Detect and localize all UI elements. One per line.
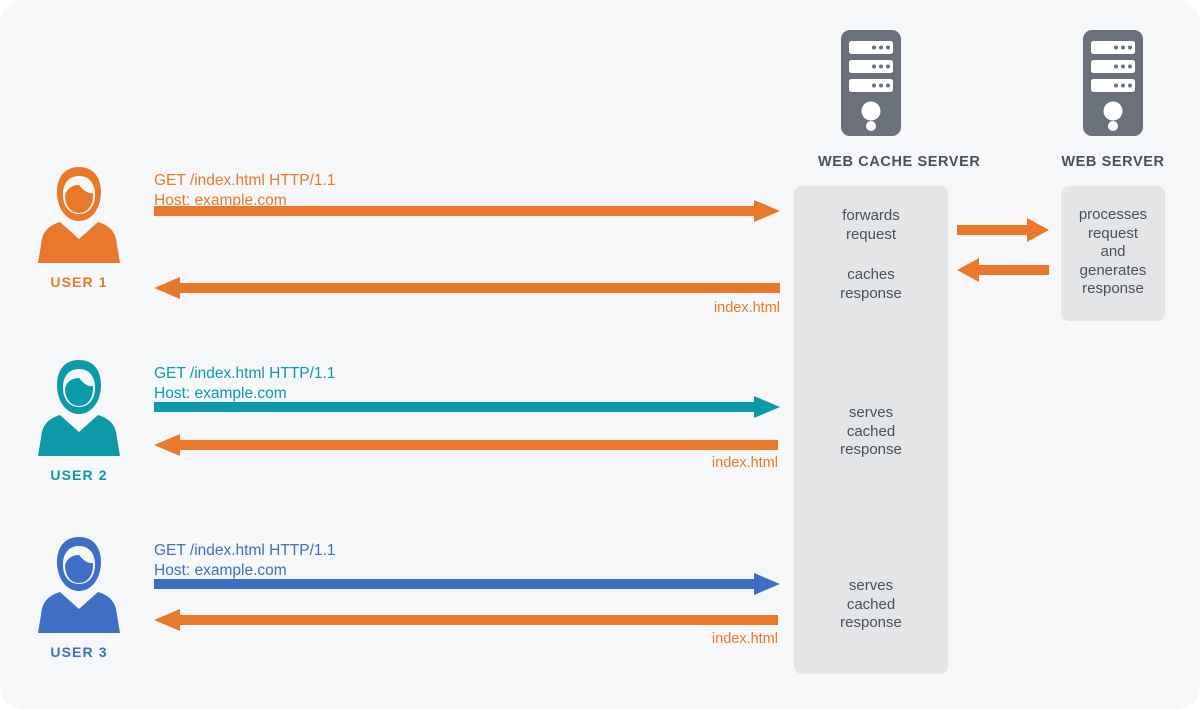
web-cache-server-node: WEB CACHE SERVER	[818, 28, 981, 170]
server-tower-icon	[838, 28, 904, 138]
cache-step-forwards-request: forwards request	[842, 207, 900, 243]
cache-step-serves-cached-1: serves cached response	[840, 404, 902, 458]
cache-step-serves-cached-2: serves cached response	[840, 577, 902, 631]
user-3-response-arrow	[154, 609, 778, 636]
web-cache-server-panel: forwards request caches response serves …	[794, 186, 948, 674]
request-to-origin-arrow	[957, 218, 1049, 247]
user-1-node: USER 1	[25, 165, 133, 290]
cache-step-caches-response: caches response	[840, 266, 902, 302]
user-3-request-arrow	[154, 573, 780, 600]
user-avatar-icon	[38, 535, 120, 633]
user-avatar-icon	[38, 358, 120, 456]
web-cache-server-caption: WEB CACHE SERVER	[818, 154, 981, 170]
user-3-request-text: GET /index.html HTTP/1.1 Host: example.c…	[154, 542, 336, 579]
user-3-node: USER 3	[25, 535, 133, 660]
user-2-response-label: index.html	[711, 455, 778, 471]
user-3-label: USER 3	[50, 644, 108, 660]
user-1-response-label: index.html	[713, 300, 780, 316]
origin-process-text: processes request and generates response	[1078, 206, 1148, 297]
web-server-caption: WEB SERVER	[1061, 154, 1165, 170]
user-1-request-arrow	[154, 200, 780, 227]
user-2-request-text: GET /index.html HTTP/1.1 Host: example.c…	[154, 365, 336, 402]
user-1-request-text: GET /index.html HTTP/1.1 Host: example.c…	[154, 172, 336, 209]
user-2-response-arrow	[154, 434, 778, 461]
user-3-response-label: index.html	[711, 631, 778, 647]
response-from-origin-arrow	[957, 258, 1049, 287]
user-2-request-arrow	[154, 396, 780, 423]
user-2-node: USER 2	[25, 358, 133, 483]
user-2-label: USER 2	[50, 467, 108, 483]
web-server-panel: processes request and generates response	[1061, 186, 1165, 321]
web-server-node: WEB SERVER	[1060, 28, 1166, 170]
user-1-label: USER 1	[50, 274, 108, 290]
user-avatar-icon	[38, 165, 120, 263]
server-tower-icon	[1080, 28, 1146, 138]
user-1-response-arrow	[154, 277, 780, 304]
